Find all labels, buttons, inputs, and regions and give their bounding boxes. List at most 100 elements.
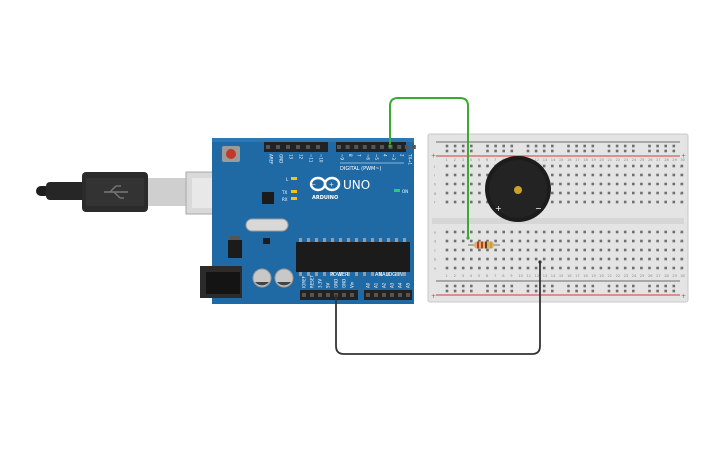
breadboard-hole[interactable]	[583, 257, 586, 261]
breadboard-hole[interactable]	[567, 248, 570, 252]
breadboard-hole[interactable]	[461, 257, 465, 261]
breadboard-hole[interactable]	[680, 266, 684, 270]
rail-hole[interactable]	[461, 149, 465, 153]
rail-hole[interactable]	[656, 144, 659, 148]
breadboard-hole[interactable]	[551, 182, 554, 186]
breadboard-hole[interactable]	[656, 239, 659, 243]
breadboard-hole[interactable]	[656, 200, 659, 204]
rail-hole[interactable]	[470, 149, 473, 153]
analog-pin-hole[interactable]	[382, 293, 386, 297]
rail-hole[interactable]	[534, 149, 538, 153]
breadboard-hole[interactable]	[502, 230, 505, 234]
rail-hole[interactable]	[615, 144, 619, 148]
rail-hole[interactable]	[551, 289, 554, 293]
rail-hole[interactable]	[526, 284, 530, 288]
breadboard-hole[interactable]	[559, 257, 562, 261]
breadboard-hole[interactable]	[461, 164, 465, 168]
breadboard-hole[interactable]	[599, 173, 603, 177]
breadboard-hole[interactable]	[615, 200, 619, 204]
breadboard-hole[interactable]	[623, 182, 627, 186]
rail-hole[interactable]	[445, 284, 449, 288]
rail-hole[interactable]	[648, 289, 651, 293]
breadboard-hole[interactable]	[461, 248, 465, 252]
breadboard-hole[interactable]	[599, 248, 603, 252]
breadboard-hole[interactable]	[583, 230, 586, 234]
breadboard-hole[interactable]	[478, 257, 481, 261]
breadboard-hole[interactable]	[672, 239, 676, 243]
breadboard-hole[interactable]	[583, 239, 586, 243]
breadboard-hole[interactable]	[551, 266, 554, 270]
breadboard-hole[interactable]	[575, 173, 578, 177]
analog-pin-hole[interactable]	[390, 293, 394, 297]
rail-hole[interactable]	[591, 144, 595, 148]
breadboard-hole[interactable]	[648, 191, 651, 195]
breadboard-hole[interactable]	[632, 230, 635, 234]
breadboard-hole[interactable]	[640, 230, 643, 234]
rail-hole[interactable]	[494, 144, 497, 148]
breadboard-hole[interactable]	[648, 230, 651, 234]
breadboard-hole[interactable]	[542, 257, 546, 261]
rail-hole[interactable]	[591, 289, 595, 293]
rail-hole[interactable]	[470, 144, 473, 148]
power-pin-hole[interactable]	[350, 293, 354, 297]
breadboard-hole[interactable]	[623, 230, 627, 234]
breadboard-hole[interactable]	[607, 182, 611, 186]
breadboard-hole[interactable]	[607, 173, 611, 177]
breadboard-hole[interactable]	[664, 230, 667, 234]
breadboard-hole[interactable]	[640, 182, 643, 186]
digital-pin-hole[interactable]	[306, 145, 310, 149]
rail-hole[interactable]	[486, 144, 489, 148]
breadboard-hole[interactable]	[680, 173, 684, 177]
breadboard-hole[interactable]	[445, 257, 449, 261]
breadboard-hole[interactable]	[534, 266, 538, 270]
breadboard-hole[interactable]	[672, 257, 676, 261]
breadboard-hole[interactable]	[518, 266, 522, 270]
digital-pin-hole[interactable]	[371, 145, 376, 149]
breadboard-hole[interactable]	[461, 173, 465, 177]
breadboard-hole[interactable]	[656, 248, 659, 252]
breadboard-hole[interactable]	[445, 230, 449, 234]
breadboard-hole[interactable]	[591, 182, 595, 186]
breadboard-hole[interactable]	[470, 182, 473, 186]
breadboard-hole[interactable]	[486, 239, 489, 243]
breadboard-hole[interactable]	[680, 239, 684, 243]
breadboard-hole[interactable]	[680, 200, 684, 204]
rail-hole[interactable]	[672, 284, 676, 288]
breadboard-hole[interactable]	[672, 266, 676, 270]
breadboard-hole[interactable]	[534, 239, 538, 243]
breadboard-hole[interactable]	[551, 248, 554, 252]
breadboard-hole[interactable]	[640, 200, 643, 204]
rail-hole[interactable]	[632, 289, 635, 293]
breadboard-hole[interactable]	[632, 266, 635, 270]
breadboard-hole[interactable]	[542, 230, 546, 234]
breadboard-hole[interactable]	[623, 173, 627, 177]
breadboard-hole[interactable]	[551, 239, 554, 243]
breadboard-hole[interactable]	[640, 191, 643, 195]
breadboard-hole[interactable]	[575, 191, 578, 195]
rail-hole[interactable]	[648, 284, 651, 288]
rail-hole[interactable]	[534, 289, 538, 293]
rail-hole[interactable]	[486, 289, 489, 293]
breadboard-hole[interactable]	[664, 164, 667, 168]
breadboard-hole[interactable]	[453, 173, 457, 177]
breadboard-hole[interactable]	[470, 164, 473, 168]
breadboard-hole[interactable]	[445, 173, 449, 177]
breadboard-hole[interactable]	[591, 173, 595, 177]
breadboard-hole[interactable]	[623, 164, 627, 168]
analog-header[interactable]	[364, 290, 412, 300]
breadboard-hole[interactable]	[583, 248, 586, 252]
rail-hole[interactable]	[453, 284, 457, 288]
breadboard-hole[interactable]	[461, 182, 465, 186]
breadboard-hole[interactable]	[502, 257, 505, 261]
breadboard-hole[interactable]	[453, 248, 457, 252]
digital-pin-hole[interactable]	[337, 145, 341, 149]
breadboard-hole[interactable]	[615, 266, 619, 270]
breadboard-hole[interactable]	[551, 200, 554, 204]
rail-hole[interactable]	[623, 289, 627, 293]
breadboard-hole[interactable]	[623, 191, 627, 195]
breadboard-hole[interactable]	[656, 230, 659, 234]
analog-pin-hole[interactable]	[374, 293, 378, 297]
rail-hole[interactable]	[664, 289, 667, 293]
rail-hole[interactable]	[494, 284, 497, 288]
breadboard-hole[interactable]	[461, 191, 465, 195]
